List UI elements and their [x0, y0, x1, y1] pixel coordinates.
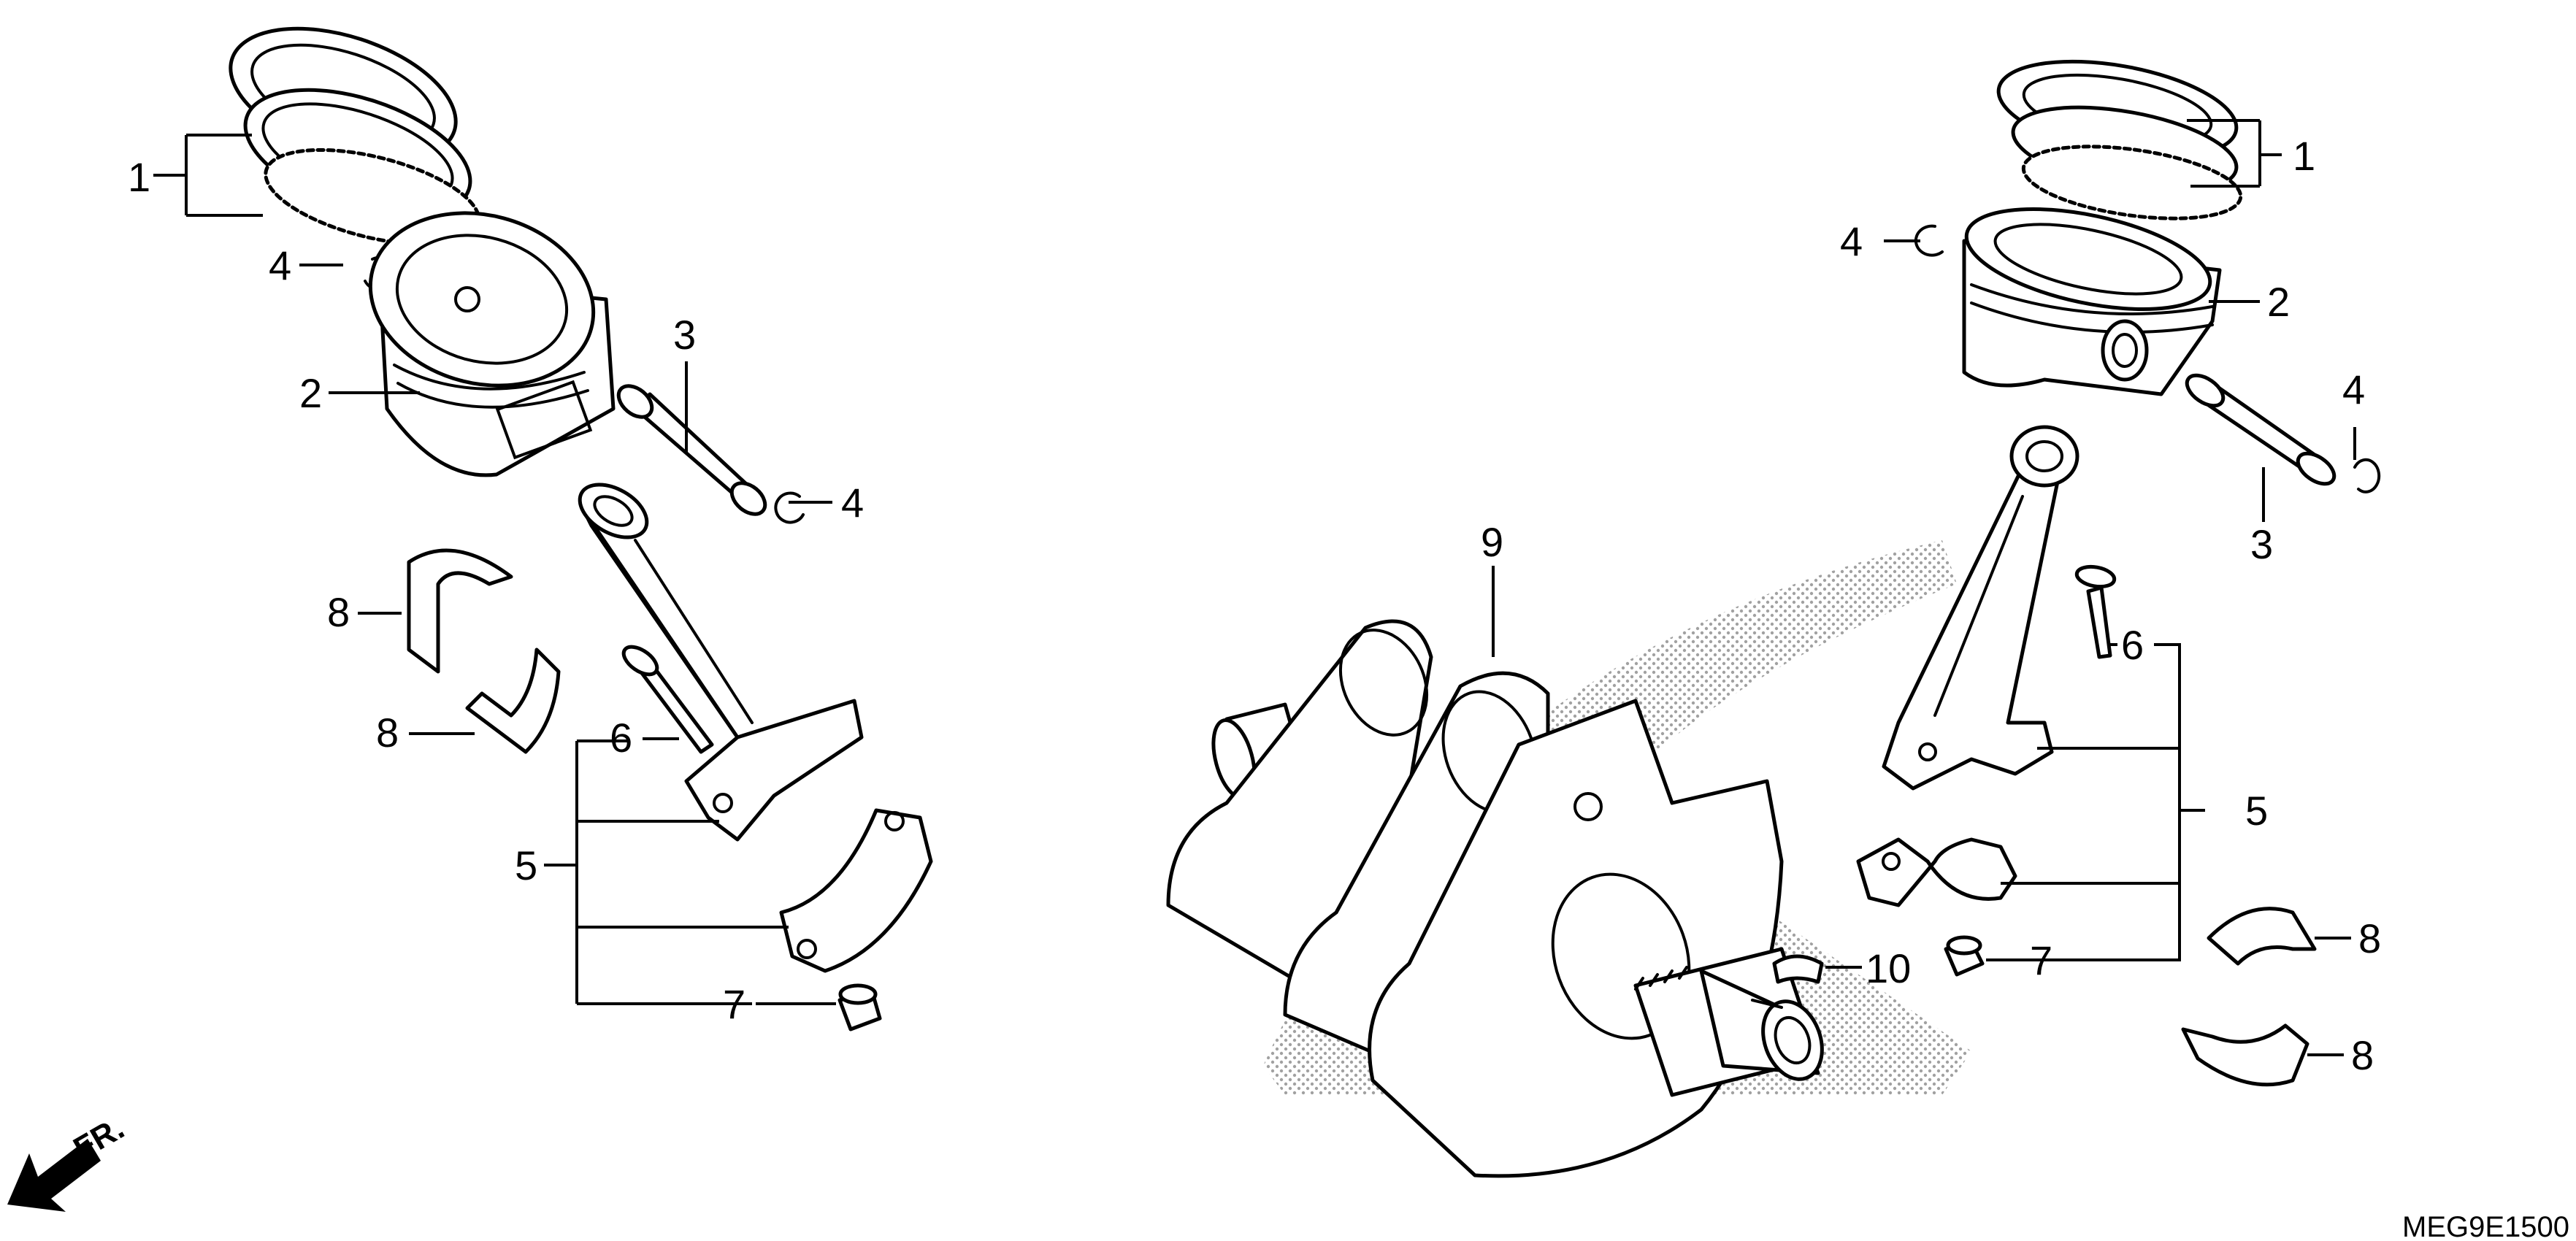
right-circlip-pin — [2353, 458, 2381, 493]
right-circlip-top — [1914, 224, 1944, 257]
left-callout-rod-nut: 7 — [723, 981, 745, 1027]
right-callout-bearing-lower: 8 — [2351, 1032, 2374, 1078]
callout-crankshaft: 9 — [1481, 519, 1503, 565]
right-callout-bearing-upper: 8 — [2358, 915, 2381, 961]
left-piston — [368, 211, 616, 477]
left-connecting-rod — [578, 483, 864, 842]
right-callout-circlip-pin: 4 — [2342, 366, 2365, 412]
left-callout-connecting-rod-set: 5 — [515, 842, 537, 888]
right-rod-bolt — [2074, 564, 2117, 659]
left-callout-piston-pin: 3 — [673, 312, 696, 358]
diagram-code: MEG9E1500 — [2402, 1211, 2569, 1241]
left-bearing-lower — [465, 648, 561, 754]
right-piston-rings — [1996, 59, 2243, 220]
right-rod-cap — [1856, 837, 2017, 907]
right-rod-nut — [1944, 935, 1985, 977]
left-piston-pin — [616, 384, 767, 516]
right-connecting-rod — [1882, 425, 2079, 791]
left-rod-nut — [837, 983, 882, 1031]
left-callout-piston: 2 — [299, 370, 322, 416]
woodruff-key — [1772, 954, 1824, 984]
left-callout-bearing-lower: 8 — [376, 710, 399, 756]
left-rod-cap — [779, 808, 933, 973]
right-callout-rod-nut: 7 — [2030, 937, 2052, 983]
left-circlip-pin — [774, 491, 805, 524]
right-leaders — [1884, 119, 2356, 1056]
right-callout-circlip-top: 4 — [1840, 218, 1863, 264]
right-bearing-upper — [2207, 907, 2317, 966]
right-callout-piston-pin: 3 — [2250, 521, 2273, 567]
right-callout-connecting-rod-set: 5 — [2245, 788, 2268, 834]
front-arrow-icon — [7, 1139, 101, 1212]
callout-woodruff-key: 10 — [1866, 945, 1911, 991]
right-piston — [1962, 207, 2222, 396]
left-rod-bolt — [621, 645, 714, 754]
left-callout-circlip-pin: 4 — [841, 480, 864, 526]
crankshaft — [1166, 619, 1824, 1178]
right-callout-piston-rings: 1 — [2293, 133, 2315, 179]
crank-leaders — [1492, 566, 1862, 969]
left-bearing-upper — [407, 548, 513, 674]
right-bearing-lower — [2181, 1023, 2309, 1087]
right-callout-piston: 2 — [2267, 279, 2290, 325]
left-callout-rod-bolt: 6 — [610, 715, 632, 761]
right-callout-rod-bolt: 6 — [2121, 622, 2144, 668]
right-piston-pin — [2185, 373, 2337, 486]
left-callout-circlip-top: 4 — [269, 242, 291, 288]
left-leaders — [153, 134, 836, 1005]
left-callout-bearing-upper: 8 — [327, 589, 350, 635]
left-callout-piston-rings: 1 — [128, 154, 150, 200]
